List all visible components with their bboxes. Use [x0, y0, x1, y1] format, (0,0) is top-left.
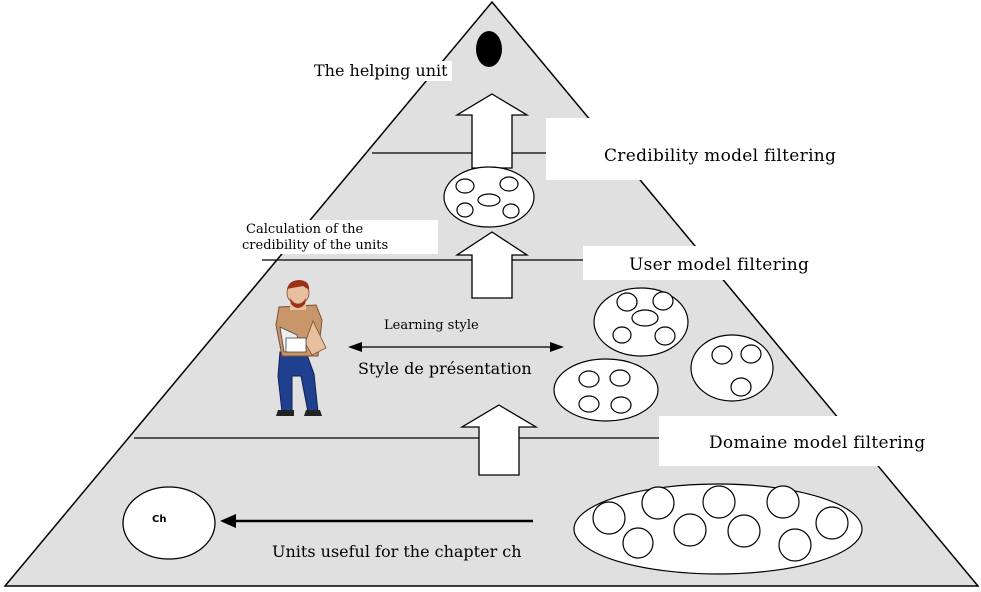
double-arrow-icon [348, 342, 564, 352]
up-arrow-icon [459, 404, 539, 476]
standing-man-icon [275, 280, 327, 416]
chapter-circle-label: Ch [152, 514, 167, 525]
learning-style-label: Learning style [384, 318, 479, 333]
unit-group-domaine [573, 483, 863, 575]
credibility-filtering-label: Credibility model filtering [546, 118, 856, 180]
unit-group-credibility [443, 166, 535, 228]
calculation-label: Calculation of the credibility of the un… [240, 220, 438, 254]
calculation-line-1: Calculation of the [246, 222, 364, 237]
unit-group-user-2 [690, 334, 774, 402]
unit-group-user-1 [593, 287, 689, 357]
chapter-circle [122, 486, 216, 560]
up-arrow-icon [454, 231, 530, 299]
user-filtering-label: User model filtering [583, 246, 835, 280]
domaine-filtering-label: Domaine model filtering [659, 416, 979, 466]
calculation-line-2: credibility of the units [242, 238, 389, 253]
helping-unit-label: The helping unit [310, 61, 452, 81]
unit-group-user-3 [553, 358, 659, 422]
helping-unit-dot [476, 31, 502, 67]
presentation-style-label: Style de présentation [358, 359, 532, 378]
left-arrow-icon [220, 514, 533, 528]
units-useful-label: Units useful for the chapter ch [272, 542, 522, 561]
